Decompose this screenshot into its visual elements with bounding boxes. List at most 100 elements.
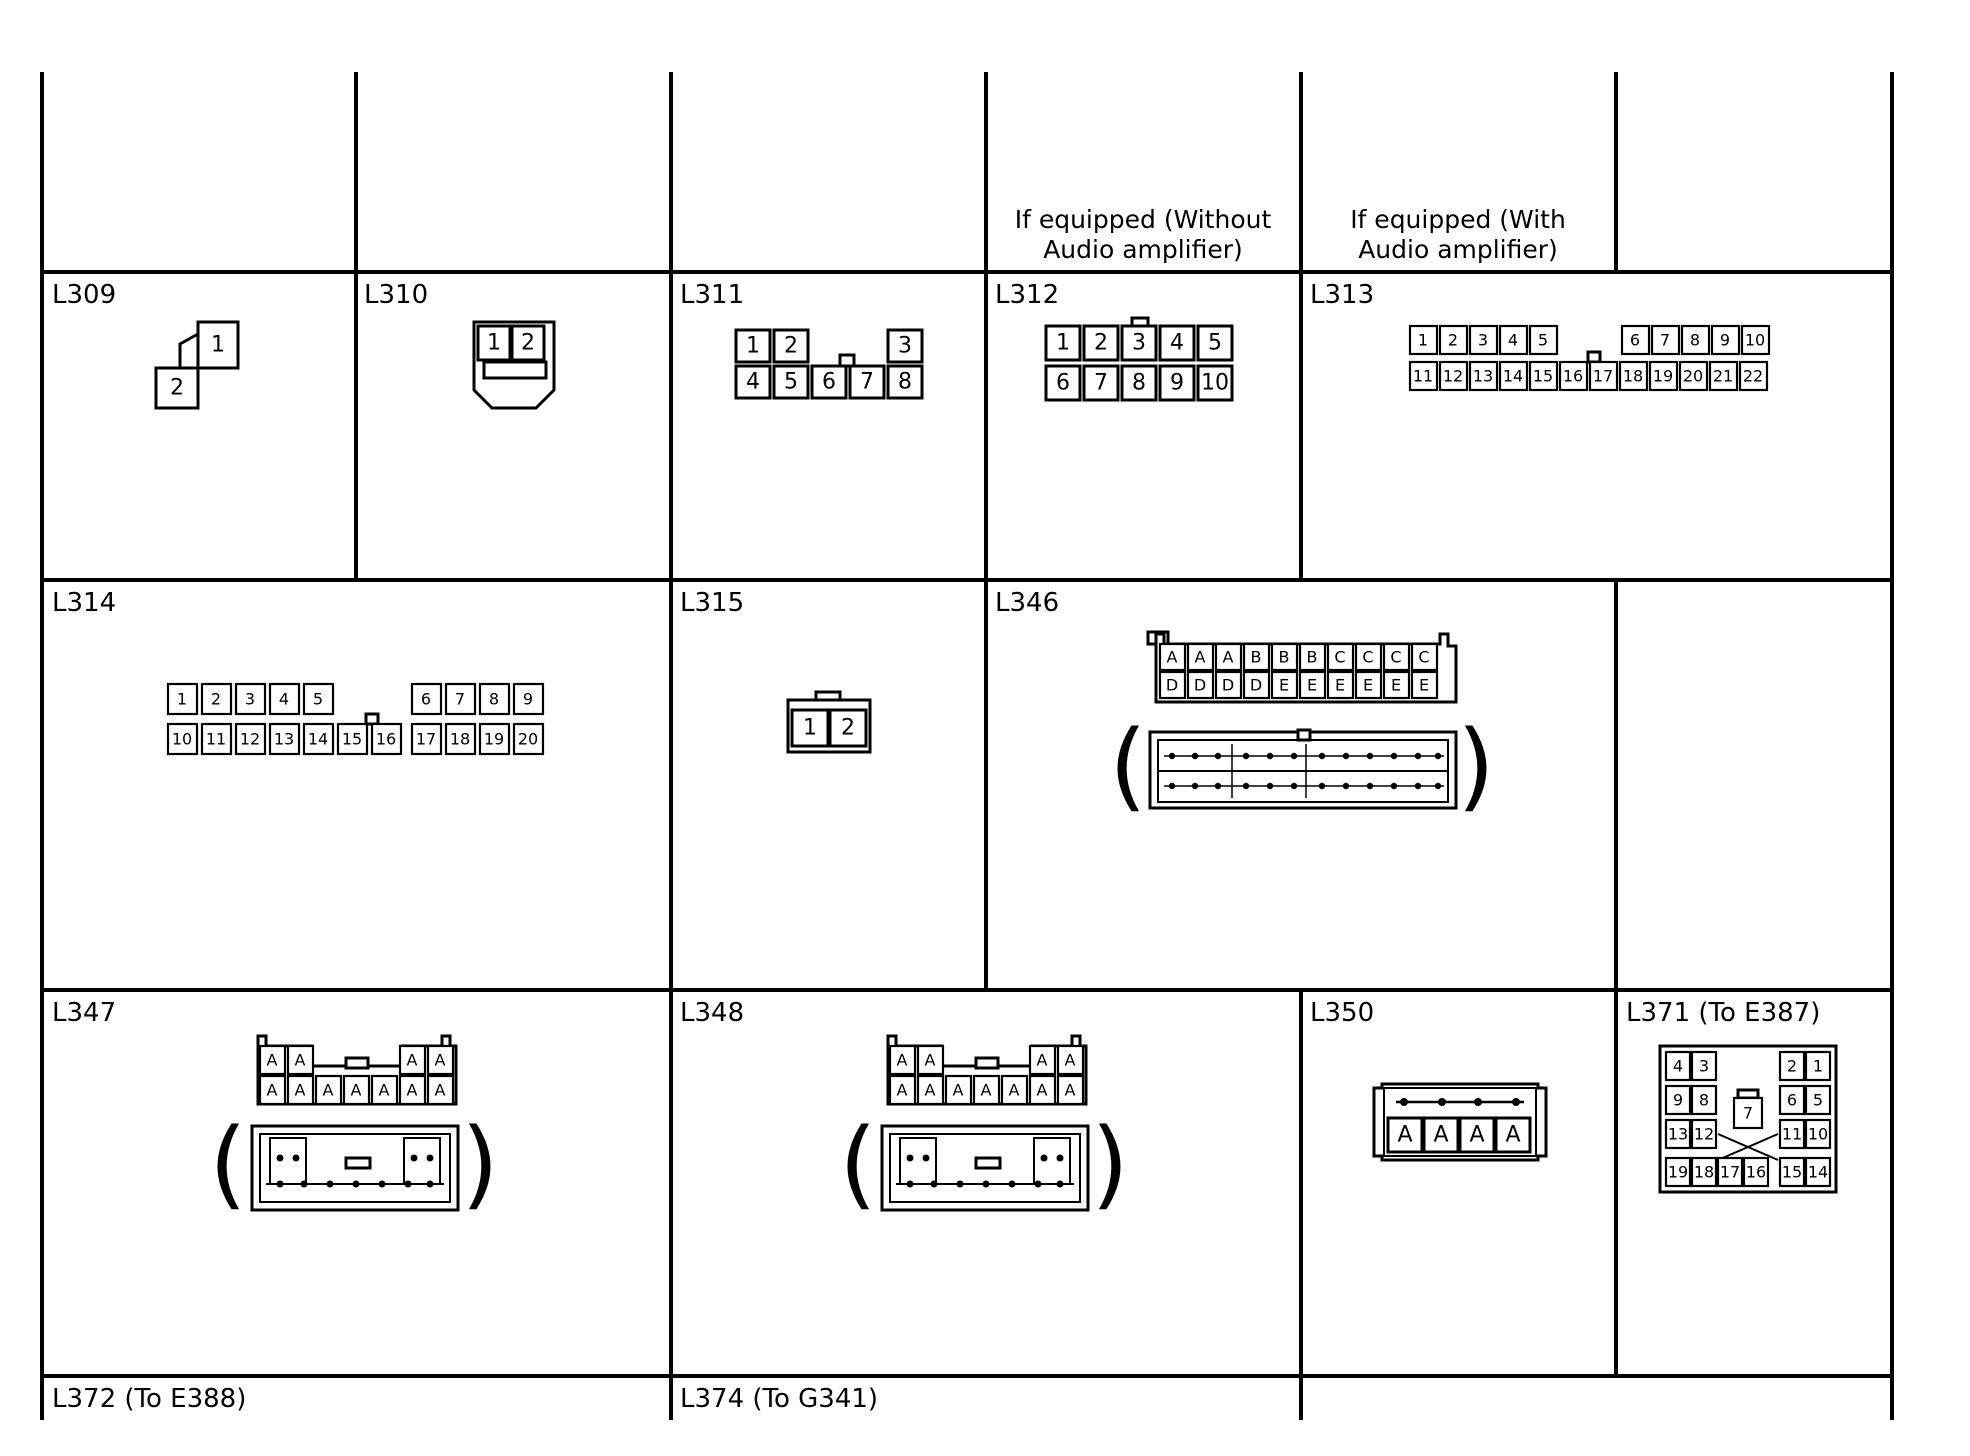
l313-pin: 10 bbox=[1745, 331, 1765, 350]
l313-pin: 5 bbox=[1538, 331, 1548, 350]
l347-pin: A bbox=[295, 1081, 306, 1100]
l347-label: L347 bbox=[52, 998, 116, 1028]
l371-pin: 3 bbox=[1699, 1057, 1709, 1076]
l314-pin: 14 bbox=[308, 730, 328, 749]
l314-pin: 16 bbox=[376, 730, 396, 749]
svg-text:(: ( bbox=[1109, 710, 1146, 822]
l314-connector: 1 2 3 4 5 6 7 8 9 10 11 12 13 14 15 16 1… bbox=[166, 682, 545, 756]
l371-pin: 2 bbox=[1787, 1057, 1797, 1076]
l346-pin: E bbox=[1307, 676, 1317, 695]
l371-pin: 11 bbox=[1782, 1125, 1802, 1144]
l313-pin: 22 bbox=[1743, 367, 1763, 386]
l313-pin: 17 bbox=[1593, 367, 1613, 386]
l348-pin: A bbox=[1065, 1051, 1076, 1070]
l348-pin: A bbox=[953, 1081, 964, 1100]
l371-pin: 1 bbox=[1813, 1057, 1823, 1076]
l309-pin: 1 bbox=[211, 333, 225, 358]
l346-pin: D bbox=[1222, 676, 1234, 695]
l313-connector: 1 2 3 4 5 6 7 8 9 10 11 12 13 14 15 16 1… bbox=[1408, 324, 1771, 392]
svg-text:): ) bbox=[1457, 710, 1494, 822]
l311-pin: 5 bbox=[784, 370, 798, 395]
l346-pin: B bbox=[1279, 648, 1290, 667]
l314-pin: 15 bbox=[342, 730, 362, 749]
l313-pin: 16 bbox=[1563, 367, 1583, 386]
l347-connector: A A A A A A A A A A A ( ) bbox=[209, 1034, 499, 1220]
l346-pin: C bbox=[1334, 648, 1345, 667]
l346-pin: E bbox=[1335, 676, 1345, 695]
l313-pin: 13 bbox=[1473, 367, 1493, 386]
l314-pin: 6 bbox=[421, 690, 431, 709]
l347-pin: A bbox=[267, 1051, 278, 1070]
l350-pin: A bbox=[1433, 1123, 1448, 1148]
l314-pin: 9 bbox=[523, 690, 533, 709]
l346-label: L346 bbox=[995, 588, 1059, 618]
l311-pin: 4 bbox=[746, 370, 760, 395]
l314-pin: 11 bbox=[206, 730, 226, 749]
l346-pin: E bbox=[1391, 676, 1401, 695]
l348-mating-view: ( ) bbox=[839, 1108, 1128, 1220]
l346-pin: A bbox=[1167, 648, 1178, 667]
l314-pin: 5 bbox=[313, 690, 323, 709]
l348-pin: A bbox=[1065, 1081, 1076, 1100]
l346-pin: D bbox=[1250, 676, 1262, 695]
l348-pin: A bbox=[925, 1081, 936, 1100]
l312-pin: 1 bbox=[1056, 331, 1070, 356]
l313-pin: 6 bbox=[1630, 331, 1640, 350]
l314-pin: 20 bbox=[518, 730, 538, 749]
l346-pin: C bbox=[1390, 648, 1401, 667]
l313-pin: 2 bbox=[1448, 331, 1458, 350]
l313-pin: 9 bbox=[1720, 331, 1730, 350]
l313-pin: 1 bbox=[1418, 331, 1428, 350]
l314-pin: 8 bbox=[489, 690, 499, 709]
l348-label: L348 bbox=[680, 998, 744, 1028]
l346-mating-view: ( ) bbox=[1109, 710, 1494, 822]
l311-label: L311 bbox=[680, 280, 744, 310]
l346-pin: C bbox=[1362, 648, 1373, 667]
l372-label: L372 (To E388) bbox=[52, 1384, 246, 1414]
l346-pin: C bbox=[1418, 648, 1429, 667]
l315-connector: 1 2 bbox=[786, 690, 872, 754]
l311-pin: 7 bbox=[860, 370, 874, 395]
l314-pin: 18 bbox=[450, 730, 470, 749]
l371-pin: 10 bbox=[1808, 1125, 1828, 1144]
l312-connector: 1 2 3 4 5 6 7 8 9 10 bbox=[1044, 316, 1234, 402]
l350-pin: A bbox=[1469, 1123, 1484, 1148]
l374-label: L374 (To G341) bbox=[680, 1384, 878, 1414]
l314-pin: 3 bbox=[245, 690, 255, 709]
l311-pin: 8 bbox=[898, 370, 912, 395]
l313-pin: 12 bbox=[1443, 367, 1463, 386]
l346-pin: A bbox=[1195, 648, 1206, 667]
l310-label: L310 bbox=[364, 280, 428, 310]
l347-pin: A bbox=[267, 1081, 278, 1100]
l315-pin: 1 bbox=[803, 716, 817, 741]
l315-pin: 2 bbox=[841, 716, 855, 741]
l347-mating-view: ( ) bbox=[209, 1108, 498, 1220]
l310-pin: 2 bbox=[521, 331, 535, 356]
svg-text:(: ( bbox=[839, 1108, 876, 1220]
l310-pin: 1 bbox=[487, 331, 501, 356]
l313-pin: 14 bbox=[1503, 367, 1523, 386]
l347-pin: A bbox=[323, 1081, 334, 1100]
l348-pin: A bbox=[1009, 1081, 1020, 1100]
l312-pin: 2 bbox=[1094, 331, 1108, 356]
l314-pin: 4 bbox=[279, 690, 289, 709]
l348-pin: A bbox=[981, 1081, 992, 1100]
l347-pin: A bbox=[351, 1081, 362, 1100]
l346-pin: B bbox=[1251, 648, 1262, 667]
l350-pin: A bbox=[1397, 1123, 1412, 1148]
l309-connector: 1 2 bbox=[154, 320, 240, 410]
l346-pin: E bbox=[1363, 676, 1373, 695]
l314-pin: 13 bbox=[274, 730, 294, 749]
l313-pin: 8 bbox=[1690, 331, 1700, 350]
l313-pin: 7 bbox=[1660, 331, 1670, 350]
l371-pin: 6 bbox=[1787, 1091, 1797, 1110]
l312-label: L312 bbox=[995, 280, 1059, 310]
l371-pin: 9 bbox=[1673, 1091, 1683, 1110]
l348-pin: A bbox=[897, 1081, 908, 1100]
l314-pin: 12 bbox=[240, 730, 260, 749]
l348-connector: A A A A A A A A A A A ( ) bbox=[839, 1034, 1129, 1220]
svg-text:(: ( bbox=[209, 1108, 246, 1220]
